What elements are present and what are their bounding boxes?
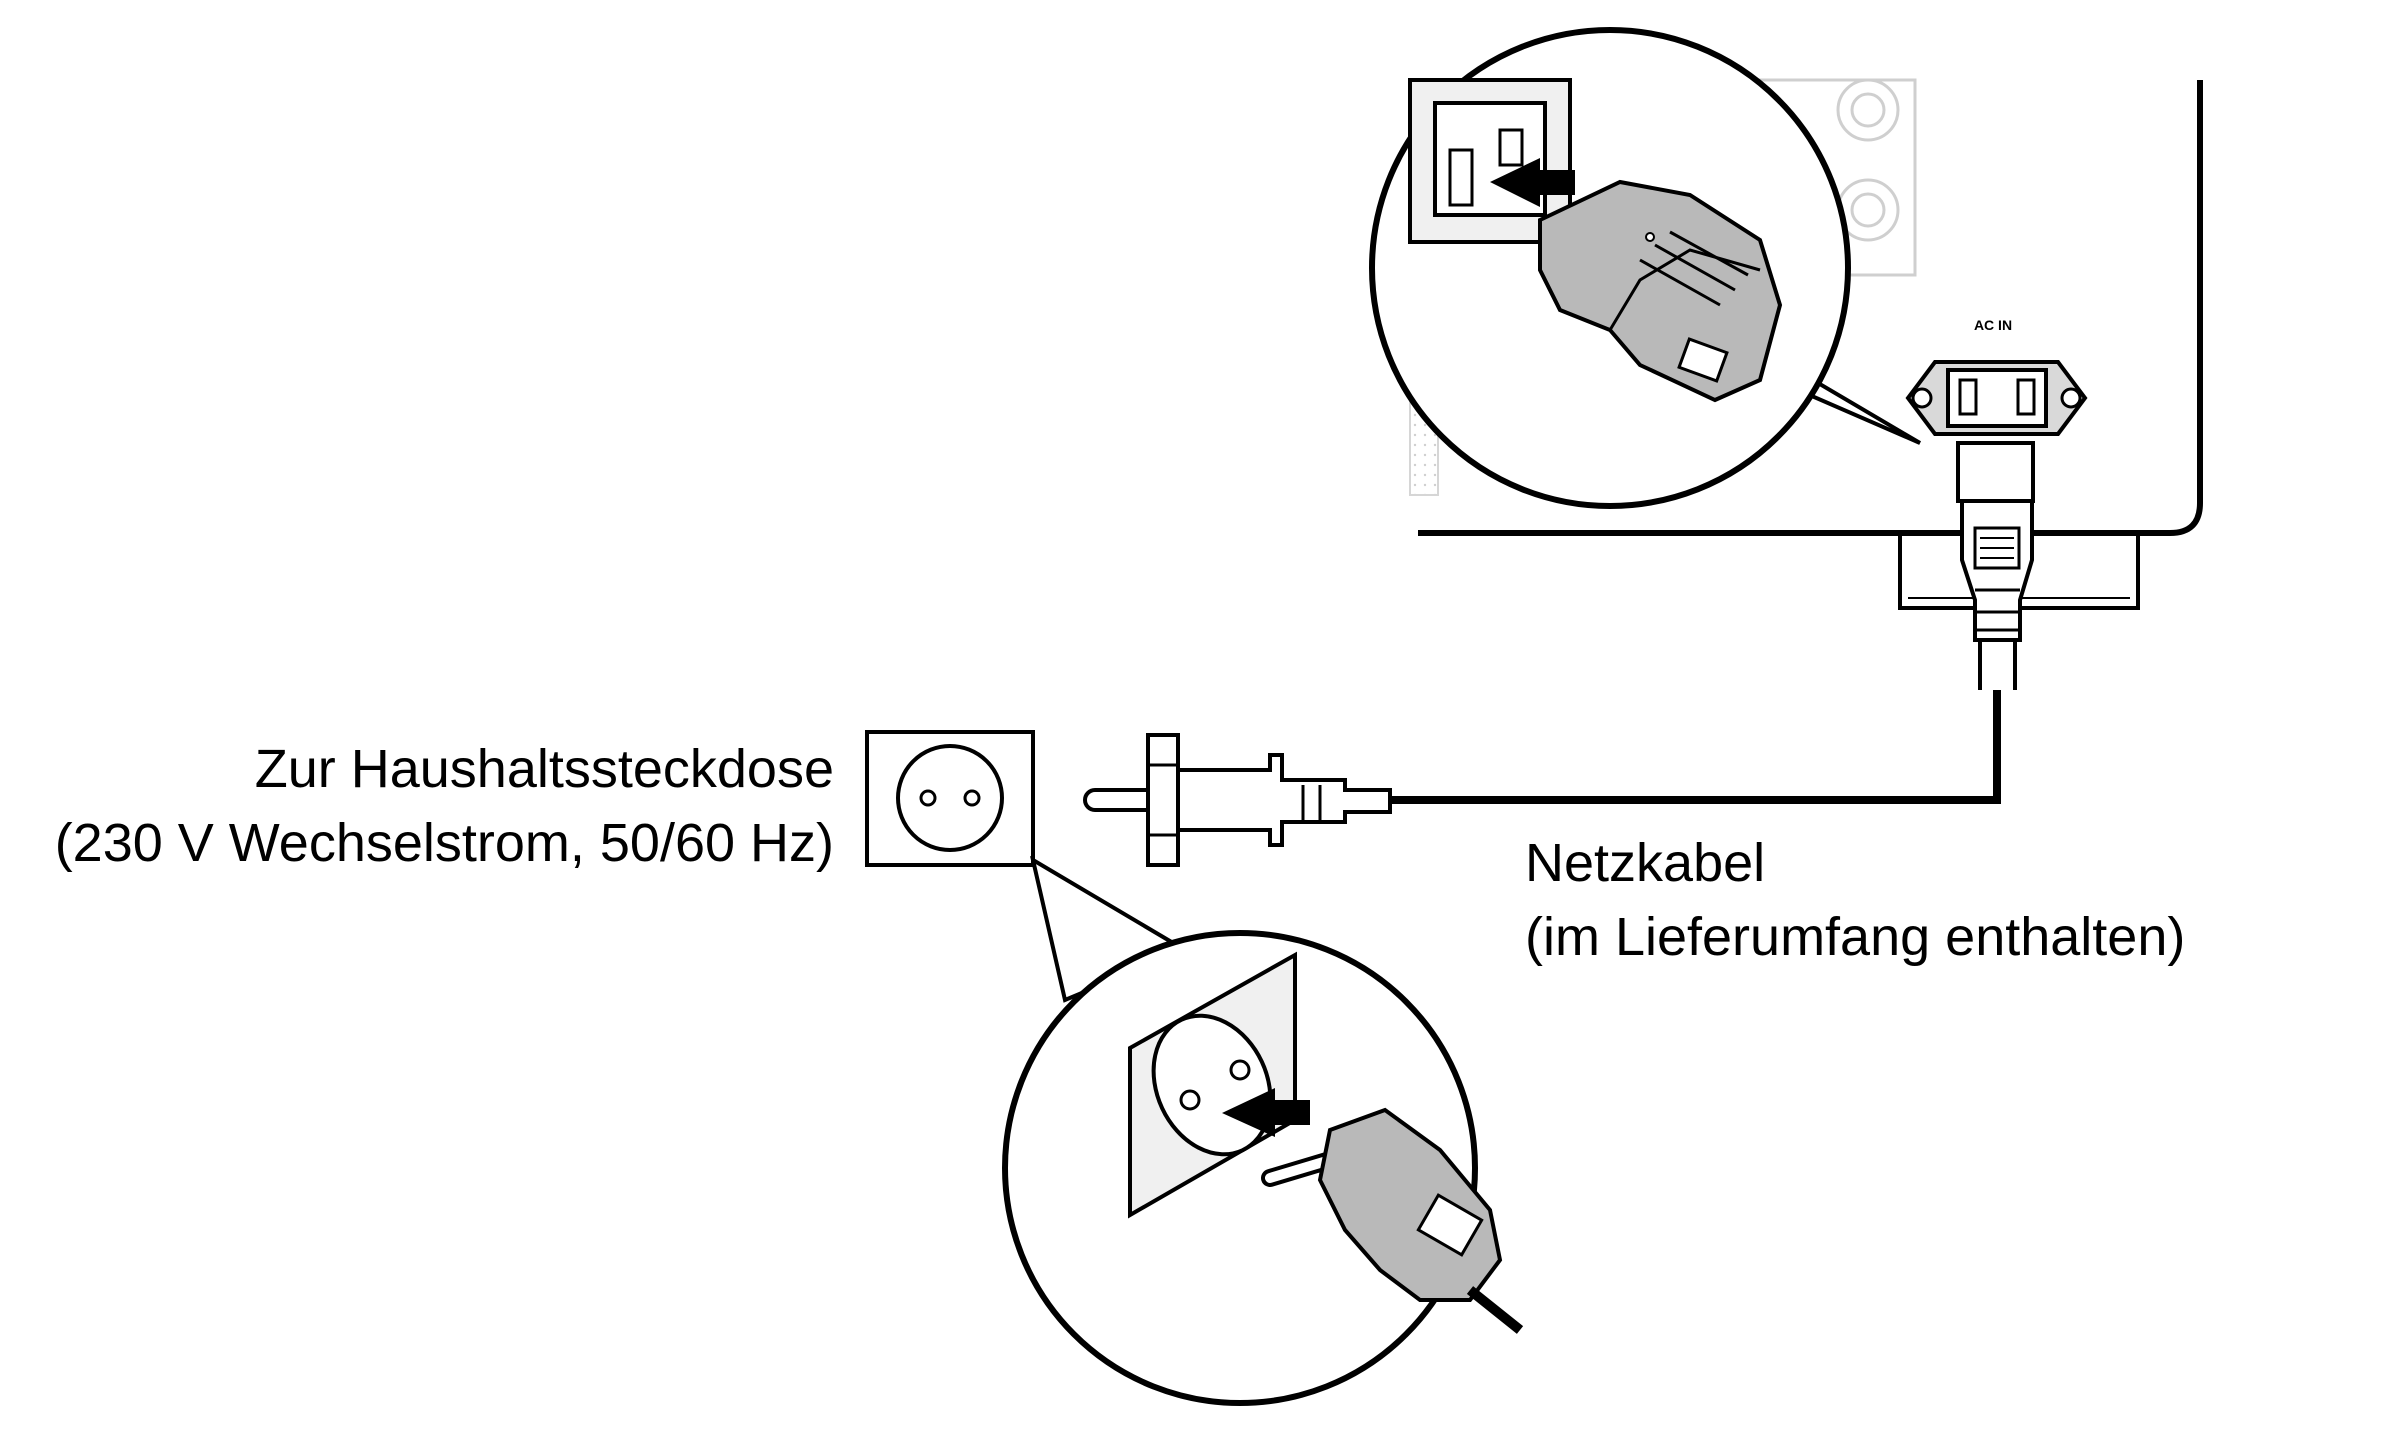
power-cable — [1385, 690, 2001, 804]
zoom-inset-wall — [1002, 855, 1524, 1406]
outlet-label-line1: Zur Haushaltssteckdose — [254, 739, 834, 799]
euro-plug-icon — [1083, 733, 1392, 867]
wall-outlet-icon — [865, 730, 1035, 867]
ac-inlet-icon: AC IN — [1905, 317, 2088, 436]
outlet-label: Zur Haushaltssteckdose (230 V Wechselstr… — [55, 732, 834, 880]
ac-in-label: AC IN — [1974, 317, 2012, 333]
insert-arrow-icon — [1222, 1088, 1310, 1137]
insert-arrow-icon — [1490, 158, 1575, 207]
iec-c7-plug-icon — [1956, 441, 2035, 690]
cable-label-line1: Netzkabel — [1525, 833, 1766, 893]
cable-label-line2: (im Lieferumfang enthalten) — [1525, 907, 2186, 967]
cable-label: Netzkabel (im Lieferumfang enthalten) — [1525, 826, 2185, 974]
outlet-label-line2: (230 V Wechselstrom, 50/60 Hz) — [54, 813, 834, 873]
zoom-inset-iec — [1369, 27, 1922, 509]
